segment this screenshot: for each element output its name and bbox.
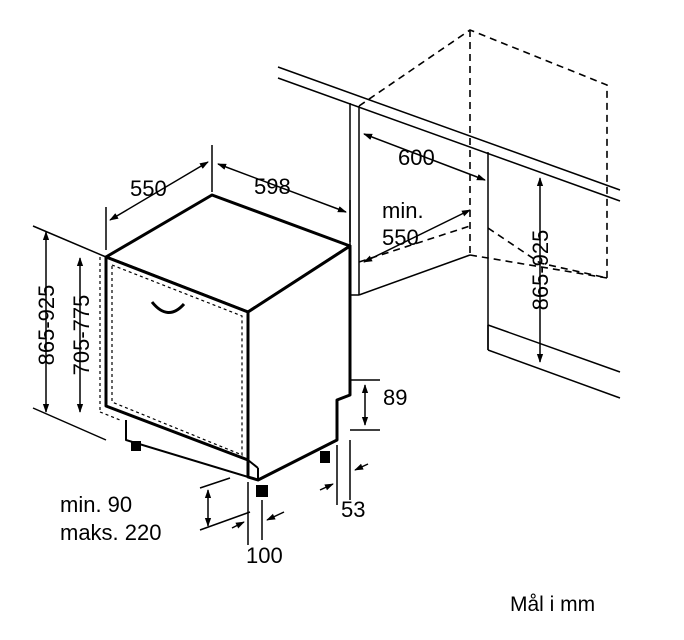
niche-min-depth-line2: 550 [382, 225, 419, 250]
plinth-gap-line1: min. 90 [60, 492, 132, 517]
depth-label: 550 [130, 176, 167, 201]
dimension-lines [32, 133, 544, 545]
door-height-label: 705-775 [69, 295, 94, 376]
plinth-height-label: 89 [383, 385, 407, 410]
unit-caption: Mål i mm [510, 593, 595, 616]
niche-width-label: 600 [398, 145, 435, 170]
dimension-labels: 550 598 600 min. 550 865-925 705-775 865… [34, 145, 595, 616]
total-height-label: 865-925 [34, 285, 59, 366]
width-label: 598 [254, 174, 291, 199]
plinth-depth-label: 53 [341, 497, 365, 522]
niche-height-label: 865-925 [528, 230, 553, 311]
plinth-gap-line2: maks. 220 [60, 520, 162, 545]
foot-inset-label: 100 [246, 543, 283, 568]
dishwasher-body [99, 193, 352, 497]
niche-min-depth-line1: min. [382, 198, 424, 223]
